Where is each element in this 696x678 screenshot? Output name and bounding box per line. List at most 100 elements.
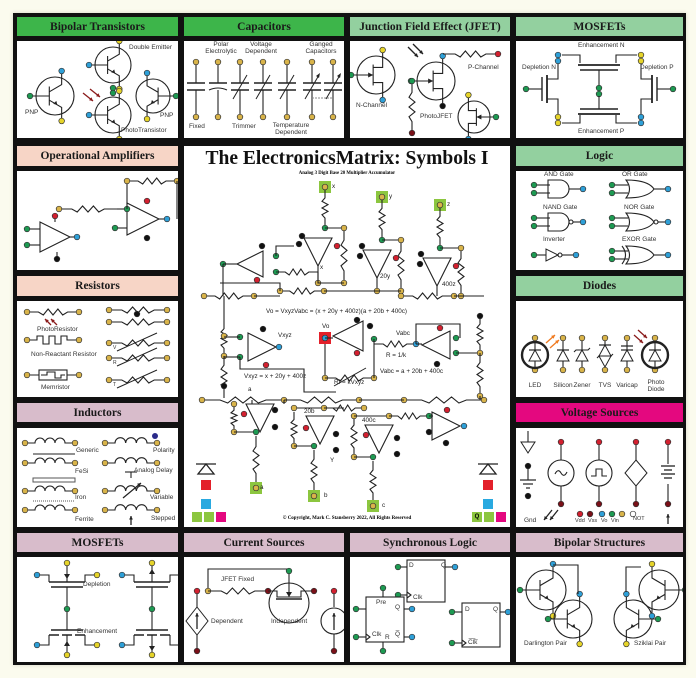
resistor-icon xyxy=(289,412,299,446)
emitter-lead xyxy=(651,593,666,616)
mosfet-arrow-icon xyxy=(149,646,155,651)
terminal-dot xyxy=(366,322,374,330)
terminal-dot xyxy=(379,46,386,54)
terminal-dot xyxy=(105,354,113,362)
resistor-icon xyxy=(284,396,359,404)
terminal-dot xyxy=(308,113,316,121)
op-amp-symbols xyxy=(23,177,178,263)
terminal-dot xyxy=(439,102,446,110)
emitter-lead xyxy=(567,622,581,644)
terminal-dot xyxy=(586,510,594,518)
resistor-icon xyxy=(435,208,445,246)
legend-vo: Vo xyxy=(601,518,608,524)
panel-synchronous-logic: D Q Clk Pre Q Clk R Q̅ D Q C̅l̅k̅ xyxy=(350,557,510,662)
terminal-dot xyxy=(153,459,161,467)
label-n-channel: N-Channel xyxy=(356,102,388,109)
resistor-icon xyxy=(349,416,359,457)
light-arrowhead-icon xyxy=(551,335,555,339)
emitter-arrow-icon xyxy=(53,100,58,105)
diode-triangle xyxy=(556,348,570,362)
label-sziklai-pair: Sziklai Pair xyxy=(634,640,667,647)
terminal-dot xyxy=(332,446,340,454)
resistor-icon xyxy=(59,205,117,213)
label-phototransistor: PhotoTransistor xyxy=(121,127,167,134)
jfet-symbols xyxy=(350,43,502,138)
terminal-dot xyxy=(557,438,565,446)
terminal-dot xyxy=(608,222,616,230)
terminal-dot xyxy=(63,651,71,659)
terminal-dot xyxy=(116,41,123,45)
terminal-dot xyxy=(448,608,456,616)
terminal-dot xyxy=(651,334,659,342)
ganged-arrow-icon xyxy=(337,73,341,78)
terminal-dot xyxy=(75,336,83,344)
terminal-dot xyxy=(290,404,298,412)
ff3-d: D xyxy=(465,606,470,613)
inductor-coil-icon xyxy=(25,437,75,444)
independent-current-source-icon xyxy=(320,607,344,635)
drain-lead xyxy=(373,50,384,68)
inductor-coil-icon xyxy=(105,504,157,511)
resistor-icon xyxy=(109,376,167,384)
panel-mosfets-top: Enhancement N Depletion N Depletion P En… xyxy=(516,41,683,138)
emitter-lead xyxy=(625,622,639,644)
terminal-dot xyxy=(516,586,524,594)
light-arrowhead-icon xyxy=(555,340,559,344)
resistor-icon xyxy=(229,404,239,432)
resistor-icon xyxy=(325,374,374,382)
legend-square-q: Q xyxy=(472,512,482,522)
terminal-dot xyxy=(105,376,113,384)
terminal-dot xyxy=(425,428,433,436)
bipolar-structure-symbols xyxy=(516,560,683,648)
header-resistors: Resistors xyxy=(17,276,178,296)
terminal-dot xyxy=(111,224,119,232)
header-current-sources: Current Sources xyxy=(184,533,344,552)
terminal-dot xyxy=(252,484,260,492)
gate-arrow-icon xyxy=(286,592,292,597)
label-pnp-left: PNP xyxy=(25,109,39,116)
terminal-dot xyxy=(330,587,338,595)
gate-arrow-icon xyxy=(368,72,374,78)
terminal-dot xyxy=(494,50,502,58)
terminal-dot xyxy=(637,51,645,59)
label-memristor: Memristor xyxy=(41,384,70,391)
panel-bipolar-structures: Darlington Pair Sziklai Pair xyxy=(516,557,683,662)
tvs-bar xyxy=(596,353,614,359)
terminal-dot xyxy=(143,69,151,77)
source-lead xyxy=(433,88,444,106)
terminal-dot xyxy=(408,77,416,85)
terminal-dot xyxy=(492,113,500,121)
terminal-dot xyxy=(601,334,609,342)
label-enhancement: Enhancement xyxy=(77,628,118,635)
tvs-lower-triangle xyxy=(598,355,612,369)
terminal-dot xyxy=(504,608,510,616)
terminal-dot xyxy=(530,181,538,189)
input-a-label: a xyxy=(260,484,264,491)
terminal-dot xyxy=(214,113,222,121)
or-gate-icon xyxy=(624,179,655,199)
label-photojfet: PhotoJFET xyxy=(420,113,453,120)
rf-equation: Rf = kVxyz xyxy=(334,379,365,386)
header-mosfets-bottom: MOSFETs xyxy=(17,533,178,552)
terminal-dot xyxy=(578,334,586,342)
terminal-dot xyxy=(608,189,616,197)
label-analog-delay: Analog Delay xyxy=(134,467,173,474)
light-arrowhead-icon xyxy=(414,53,418,57)
terminal-dot xyxy=(557,500,565,508)
label-temperature-dependent: Temperature Dependent xyxy=(272,122,310,136)
op-amp-icon xyxy=(431,411,462,441)
wire xyxy=(84,635,95,646)
op-amp-icon xyxy=(420,330,451,360)
dependent-source-icon xyxy=(624,459,648,487)
terminal-dot xyxy=(629,510,637,518)
terminal-dot xyxy=(310,587,318,595)
terminal-dot xyxy=(436,324,444,332)
diode-legend-icon-right xyxy=(478,462,498,475)
terminal-dot xyxy=(58,117,65,125)
wire xyxy=(124,574,135,582)
resistor-icon xyxy=(476,353,484,396)
equation-vo: Vo = VxyzVabc = (x + 20y + 400z)(a + 20b… xyxy=(266,308,407,315)
emitter-arrow-icon xyxy=(630,623,635,628)
panel-logic: AND Gate OR Gate NAND Gate NOR Gate Inve… xyxy=(516,171,683,270)
op-amp-icon xyxy=(39,221,72,253)
